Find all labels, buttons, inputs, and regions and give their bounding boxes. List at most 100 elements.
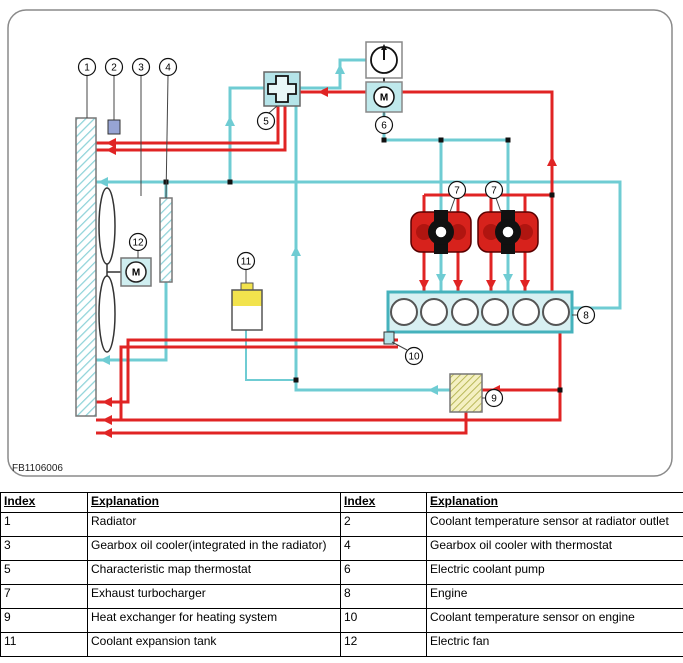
callout-10: 10: [391, 341, 424, 366]
legend-header-explanation-1: Explanation: [87, 492, 341, 513]
legend-index-cell: 8: [340, 583, 427, 609]
callout-9: 9: [482, 388, 504, 408]
tank-outline: [231, 289, 263, 331]
callout-6: 6: [374, 112, 394, 135]
legend-index-cell: 1: [0, 511, 88, 537]
legend-index-cell: 9: [0, 607, 88, 633]
legend-header-row: Index Explanation Index Explanation: [0, 492, 683, 513]
callout-7a: 7: [447, 180, 467, 213]
legend-row: 7 Exhaust turbocharger 8 Engine: [0, 583, 683, 609]
callout-7a-number: 7: [454, 186, 460, 197]
legend-table: Index Explanation Index Explanation 1 Ra…: [0, 492, 683, 657]
engine-block: [386, 290, 574, 334]
engine-cylinder: [390, 298, 418, 326]
callout-3: 3: [131, 57, 151, 196]
engine-cylinder: [481, 298, 509, 326]
callout-3-number: 3: [138, 63, 144, 74]
tank-cap: [240, 282, 254, 291]
figure-id: FB1106006: [12, 463, 63, 474]
engine-temp-sensor: [383, 331, 395, 345]
callout-8: 8: [572, 305, 596, 325]
pump-gauge-pointer: [381, 44, 387, 50]
legend-row: 3 Gearbox oil cooler(integrated in the r…: [0, 535, 683, 561]
gearbox-oil-cooler: [159, 197, 173, 283]
callout-1-number: 1: [84, 63, 90, 74]
legend-index-cell: 3: [0, 535, 88, 561]
legend-row: 11 Coolant expansion tank 12 Electric fa…: [0, 631, 683, 657]
pump-motor-label: M: [380, 93, 388, 104]
engine: [386, 290, 574, 334]
legend-explanation-cell: Engine: [426, 583, 683, 609]
legend-explanation-cell: Coolant temperature sensor on engine: [426, 607, 683, 633]
tank-coolant-level: [232, 290, 262, 306]
callout-4: 4: [158, 57, 178, 199]
engine-cylinder: [512, 298, 540, 326]
fan-motor-symbol: [125, 261, 147, 283]
cool-flow-arrows: [98, 64, 513, 395]
legend-explanation-cell: Radiator: [87, 511, 341, 537]
legend-index-cell: 4: [340, 535, 427, 561]
turbo-turbine: [450, 224, 466, 240]
map-thermostat: [263, 71, 301, 107]
callout-11-number: 11: [241, 257, 252, 268]
callout-12: 12: [128, 232, 148, 258]
callout-8-number: 8: [583, 311, 589, 322]
legend-index-cell: 6: [340, 559, 427, 585]
legend-explanation-cell: Gearbox oil cooler with thermostat: [426, 535, 683, 561]
legend-explanation-cell: Electric coolant pump: [426, 559, 683, 585]
pump-motor-symbol: [373, 86, 395, 108]
turbocharger-1: [410, 210, 472, 254]
turbo-compressor: [483, 224, 499, 240]
legend-explanation-cell: Heat exchanger for heating system: [87, 607, 341, 633]
legend-header-explanation-2: Explanation: [426, 492, 683, 513]
legend-index-cell: 2: [340, 511, 427, 537]
radiator-body: [75, 117, 97, 417]
callout-12-number: 12: [132, 238, 144, 249]
legend-index-cell: 5: [0, 559, 88, 585]
legend-explanation-cell: Gearbox oil cooler(integrated in the rad…: [87, 535, 341, 561]
callout-11: 11: [236, 251, 256, 283]
expansion-tank: [231, 282, 263, 331]
legend-explanation-cell: Electric fan: [426, 631, 683, 657]
fan-blade-lower: [98, 275, 116, 353]
legend-header-index-2: Index: [340, 492, 427, 513]
coolant-pump: M: [365, 41, 403, 113]
callout-5-number: 5: [263, 117, 269, 128]
callout-4-number: 4: [165, 63, 171, 74]
legend-explanation-cell: Coolant expansion tank: [87, 631, 341, 657]
callout-5: 5: [256, 105, 278, 131]
callout-1: 1: [77, 57, 97, 118]
legend-row: 9 Heat exchanger for heating system 10 C…: [0, 607, 683, 633]
engine-cylinder: [420, 298, 448, 326]
callout-9-number: 9: [491, 394, 497, 405]
fan-motor-label: M: [132, 268, 140, 279]
turbocharger-2: [477, 210, 539, 254]
heater-heat-exchanger: [449, 373, 483, 413]
engine-cylinder: [451, 298, 479, 326]
legend-header-index-1: Index: [0, 492, 88, 513]
legend-index-cell: 11: [0, 631, 88, 657]
callout-2-number: 2: [111, 63, 117, 74]
callout-10-number: 10: [408, 352, 420, 363]
callout-7b: 7: [484, 180, 504, 213]
cooling-circuit-schematic: M M: [7, 9, 673, 477]
legend-explanation-cell: Coolant temperature sensor at radiator o…: [426, 511, 683, 537]
turbo-shaft: [501, 225, 515, 239]
engine-cylinder: [542, 298, 570, 326]
legend-row: 5 Characteristic map thermostat 6 Electr…: [0, 559, 683, 585]
thermostat-valve: [267, 75, 297, 103]
radiator: [75, 117, 97, 417]
turbo-shaft: [434, 225, 448, 239]
cooling-system-diagram: M M: [7, 9, 673, 477]
legend-index-cell: 10: [340, 607, 427, 633]
turbo-compressor: [416, 224, 432, 240]
turbo-turbine: [517, 224, 533, 240]
electric-fan: M: [98, 187, 152, 353]
diagram-border: [7, 9, 673, 477]
legend-index-cell: 12: [340, 631, 427, 657]
legend-explanation-cell: Exhaust turbocharger: [87, 583, 341, 609]
callout-7b-number: 7: [491, 186, 497, 197]
hot-flow-arrows: [102, 87, 557, 438]
callout-6-number: 6: [381, 121, 387, 132]
